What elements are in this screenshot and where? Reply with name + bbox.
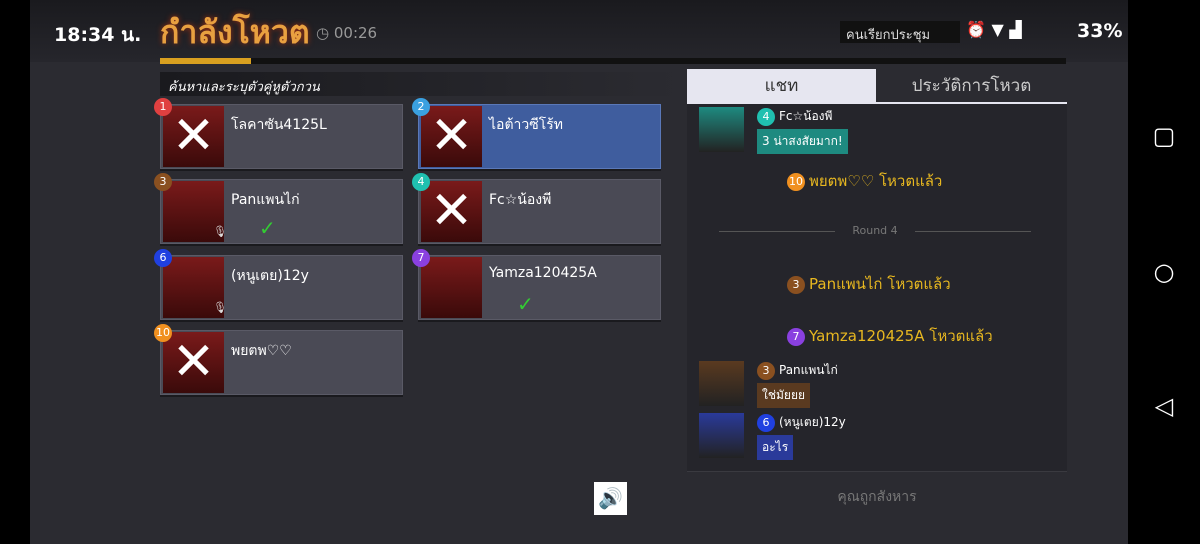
eliminated-x-icon: ✕	[429, 106, 474, 166]
player-name: Yamza120425A	[489, 265, 597, 281]
chat-avatar	[699, 413, 744, 458]
chat-sender: 4 Fc☆น้องพี	[757, 107, 832, 126]
sender-name: Fc☆น้องพี	[779, 109, 833, 123]
sender-name: Panแพนไก่	[779, 363, 838, 377]
player-avatar: ✕	[163, 106, 224, 167]
page-title: กำลังโหวต	[160, 13, 310, 51]
chat-bubble: 3 น่าสงสัยมาก!	[757, 129, 848, 154]
tab-vote-history[interactable]: ประวัติการโหวต	[876, 69, 1067, 104]
player-number-badge: 3	[154, 173, 172, 191]
player-card[interactable]: 6 🎙 (หนูเตย)12y	[154, 249, 403, 320]
clock-icon: ◷	[316, 24, 330, 42]
player-avatar: 🎙	[163, 257, 227, 318]
player-number-badge: 10	[154, 324, 172, 342]
mic-icon: 🎙	[213, 225, 227, 238]
chat-avatar	[699, 361, 744, 406]
speaker-icon: 🔊	[598, 486, 623, 510]
player-avatar: 🎙	[163, 181, 227, 242]
sender-number-badge: 3	[757, 361, 775, 380]
eliminated-x-icon: ✕	[429, 181, 474, 241]
wifi-icon: ▼	[991, 20, 1004, 39]
vote-notice-text: Panแพนไก่ โหวตแล้ว	[809, 275, 951, 293]
player-name: Fc☆น้องพี	[489, 192, 552, 208]
caller-notice: คนเรียกประชุม	[846, 28, 931, 43]
speaker-button[interactable]: 🔊	[594, 482, 627, 515]
player-card[interactable]: 2 ✕ ไอต้าวซีโร้ท	[412, 98, 661, 169]
home-button[interactable]: ○	[1153, 258, 1175, 286]
sender-number-badge: 6	[757, 413, 775, 432]
eliminated-x-icon: ✕	[171, 106, 216, 166]
chat-panel: แชท ประวัติการโหวต 4 Fc☆น้องพี 3 น่าสงสัย…	[687, 69, 1067, 522]
player-avatar: ✕	[163, 332, 224, 393]
battery-percent: 33%	[1077, 20, 1123, 42]
alarm-icon: ⏰	[966, 20, 986, 39]
mic-icon: 🎙	[213, 301, 227, 314]
caller-notice-box: คนเรียกประชุม	[840, 21, 960, 43]
chat-bubble: ใช่มัยยย	[757, 383, 811, 408]
eliminated-x-icon: ✕	[171, 332, 216, 392]
vote-timer-progress	[160, 58, 1066, 64]
sender-name: (หนูเตย)12y	[779, 415, 846, 429]
player-number-badge: 2	[412, 98, 430, 116]
voter-number-badge: 3	[787, 275, 805, 294]
player-card[interactable]: 3 🎙 Panแพนไก่ ✓	[154, 173, 403, 244]
voter-number-badge: 7	[787, 327, 805, 346]
tab-chat[interactable]: แชท	[687, 69, 876, 104]
timer-value: 00:26	[333, 24, 378, 42]
player-avatar: ✕	[421, 106, 482, 167]
player-name: พยตพ♡♡	[231, 343, 292, 359]
player-name: โลคาซัน4125L	[231, 117, 327, 133]
voted-check-icon: ✓	[259, 216, 276, 240]
voted-check-icon: ✓	[517, 292, 534, 316]
chat-sender: 6 (หนูเตย)12y	[757, 413, 846, 432]
page-title-box: กำลังโหวต	[160, 10, 310, 54]
sender-number-badge: 4	[757, 107, 775, 126]
player-avatar: ✕	[421, 181, 482, 242]
player-card[interactable]: 10 ✕ พยตพ♡♡	[154, 324, 403, 395]
recent-apps-button[interactable]: ▢	[1152, 122, 1176, 150]
player-card[interactable]: 1 ✕ โลคาซัน4125L	[154, 98, 403, 169]
player-name: (หนูเตย)12y	[231, 268, 309, 284]
chat-disabled-notice: คุณถูกสังหาร	[687, 471, 1067, 522]
search-bar-label: ค้นหาและระบุตัวคู่หูตัวกวน	[160, 72, 680, 96]
round-divider: Round 4	[719, 224, 1031, 237]
player-name: ไอต้าวซีโร้ท	[489, 117, 564, 133]
chat-bubble: อะไร	[757, 435, 794, 460]
player-number-badge: 1	[154, 98, 172, 116]
chat-sender: 3 Panแพนไก่	[757, 361, 838, 380]
vote-notice-text: พยตพ♡♡ โหวตแล้ว	[809, 172, 943, 190]
chat-avatar	[699, 107, 744, 152]
voter-number-badge: 10	[787, 172, 805, 191]
player-number-badge: 6	[154, 249, 172, 267]
status-time: 18:34 น.	[54, 24, 142, 46]
player-card[interactable]: 7 Yamza120425A ✓	[412, 249, 661, 320]
player-avatar	[421, 257, 482, 318]
back-button[interactable]: ◁	[1154, 392, 1174, 420]
timer: ◷ 00:26	[316, 24, 406, 42]
progress-fill	[160, 58, 251, 64]
player-card[interactable]: 4 ✕ Fc☆น้องพี	[412, 173, 661, 244]
player-number-badge: 7	[412, 249, 430, 267]
player-number-badge: 4	[412, 173, 430, 191]
signal-icon: ▟	[1009, 20, 1022, 39]
player-name: Panแพนไก่	[231, 192, 300, 208]
vote-notice-text: Yamza120425A โหวตแล้ว	[809, 327, 993, 345]
status-icons: ⏰ ▼ ▟	[966, 20, 1022, 39]
